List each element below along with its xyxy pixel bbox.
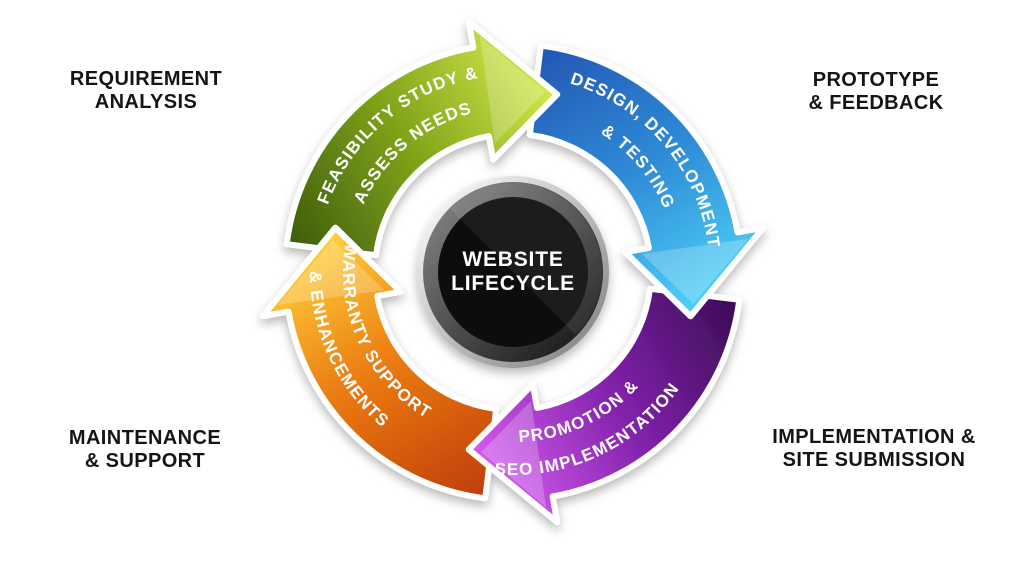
center-sphere (417, 176, 609, 368)
corner-label-line: & FEEDBACK (808, 92, 944, 114)
corner-label-implementation-site-submission: IMPLEMENTATION & SITE SUBMISSION (734, 426, 1014, 472)
corner-label-maintenance-support: MAINTENANCE & SUPPORT (25, 427, 265, 473)
center-title-line2: LIFECYCLE (451, 272, 575, 295)
corner-label-line: & SUPPORT (84, 450, 206, 472)
corner-label-line: IMPLEMENTATION & (772, 426, 976, 448)
center-title-line1: WEBSITE (462, 248, 563, 271)
corner-label-prototype-feedback: PROTOTYPE & FEEDBACK (756, 69, 996, 115)
corner-label-line: REQUIREMENT (69, 68, 223, 90)
corner-label-requirement-analysis: REQUIREMENT ANALYSIS (26, 68, 266, 114)
corner-label-line: MAINTENANCE (68, 427, 222, 449)
corner-label-line: SITE SUBMISSION (782, 449, 966, 471)
center-title: WEBSITE LIFECYCLE (451, 248, 575, 295)
sphere-gloss (424, 183, 602, 361)
corner-label-line: PROTOTYPE (812, 69, 940, 91)
corner-label-line: ANALYSIS (94, 91, 198, 113)
